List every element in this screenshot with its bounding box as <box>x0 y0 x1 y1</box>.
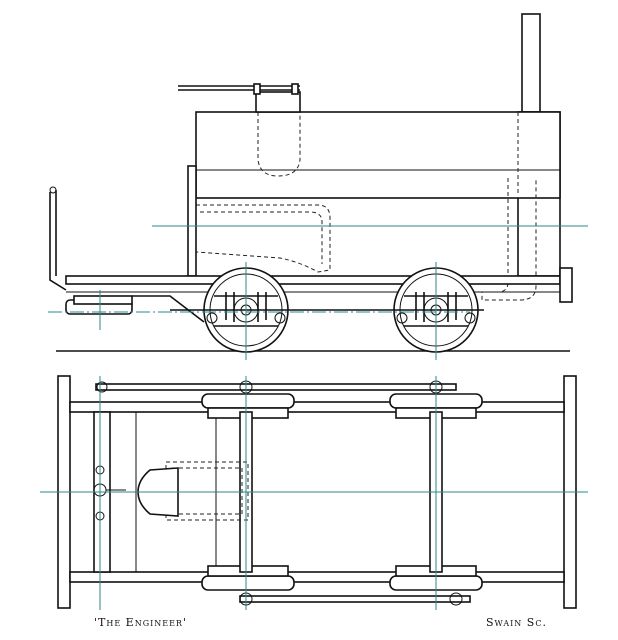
boiler <box>195 111 561 199</box>
plan-rod-top <box>95 383 457 391</box>
firebox-hidden <box>195 204 331 273</box>
plan-rear-wheel-top <box>201 393 295 409</box>
plan-frame-top <box>69 401 565 413</box>
front-buffer-beam <box>559 267 573 303</box>
backhead <box>187 165 197 277</box>
publication-credit: 'The Engineer' <box>94 616 187 629</box>
plan-frame-bottom <box>69 571 565 583</box>
chimney <box>521 13 541 113</box>
safety-valve <box>178 83 301 113</box>
steam-pipe-hidden <box>481 178 537 301</box>
rear-handrail <box>49 192 67 291</box>
side-elevation <box>48 13 588 360</box>
plan-view <box>40 375 588 610</box>
dome-hidden <box>257 112 301 177</box>
footplate <box>65 275 561 285</box>
engraver-credit: Swain Sc. <box>486 616 547 629</box>
plan-rear-wheel-bottom <box>201 575 295 591</box>
